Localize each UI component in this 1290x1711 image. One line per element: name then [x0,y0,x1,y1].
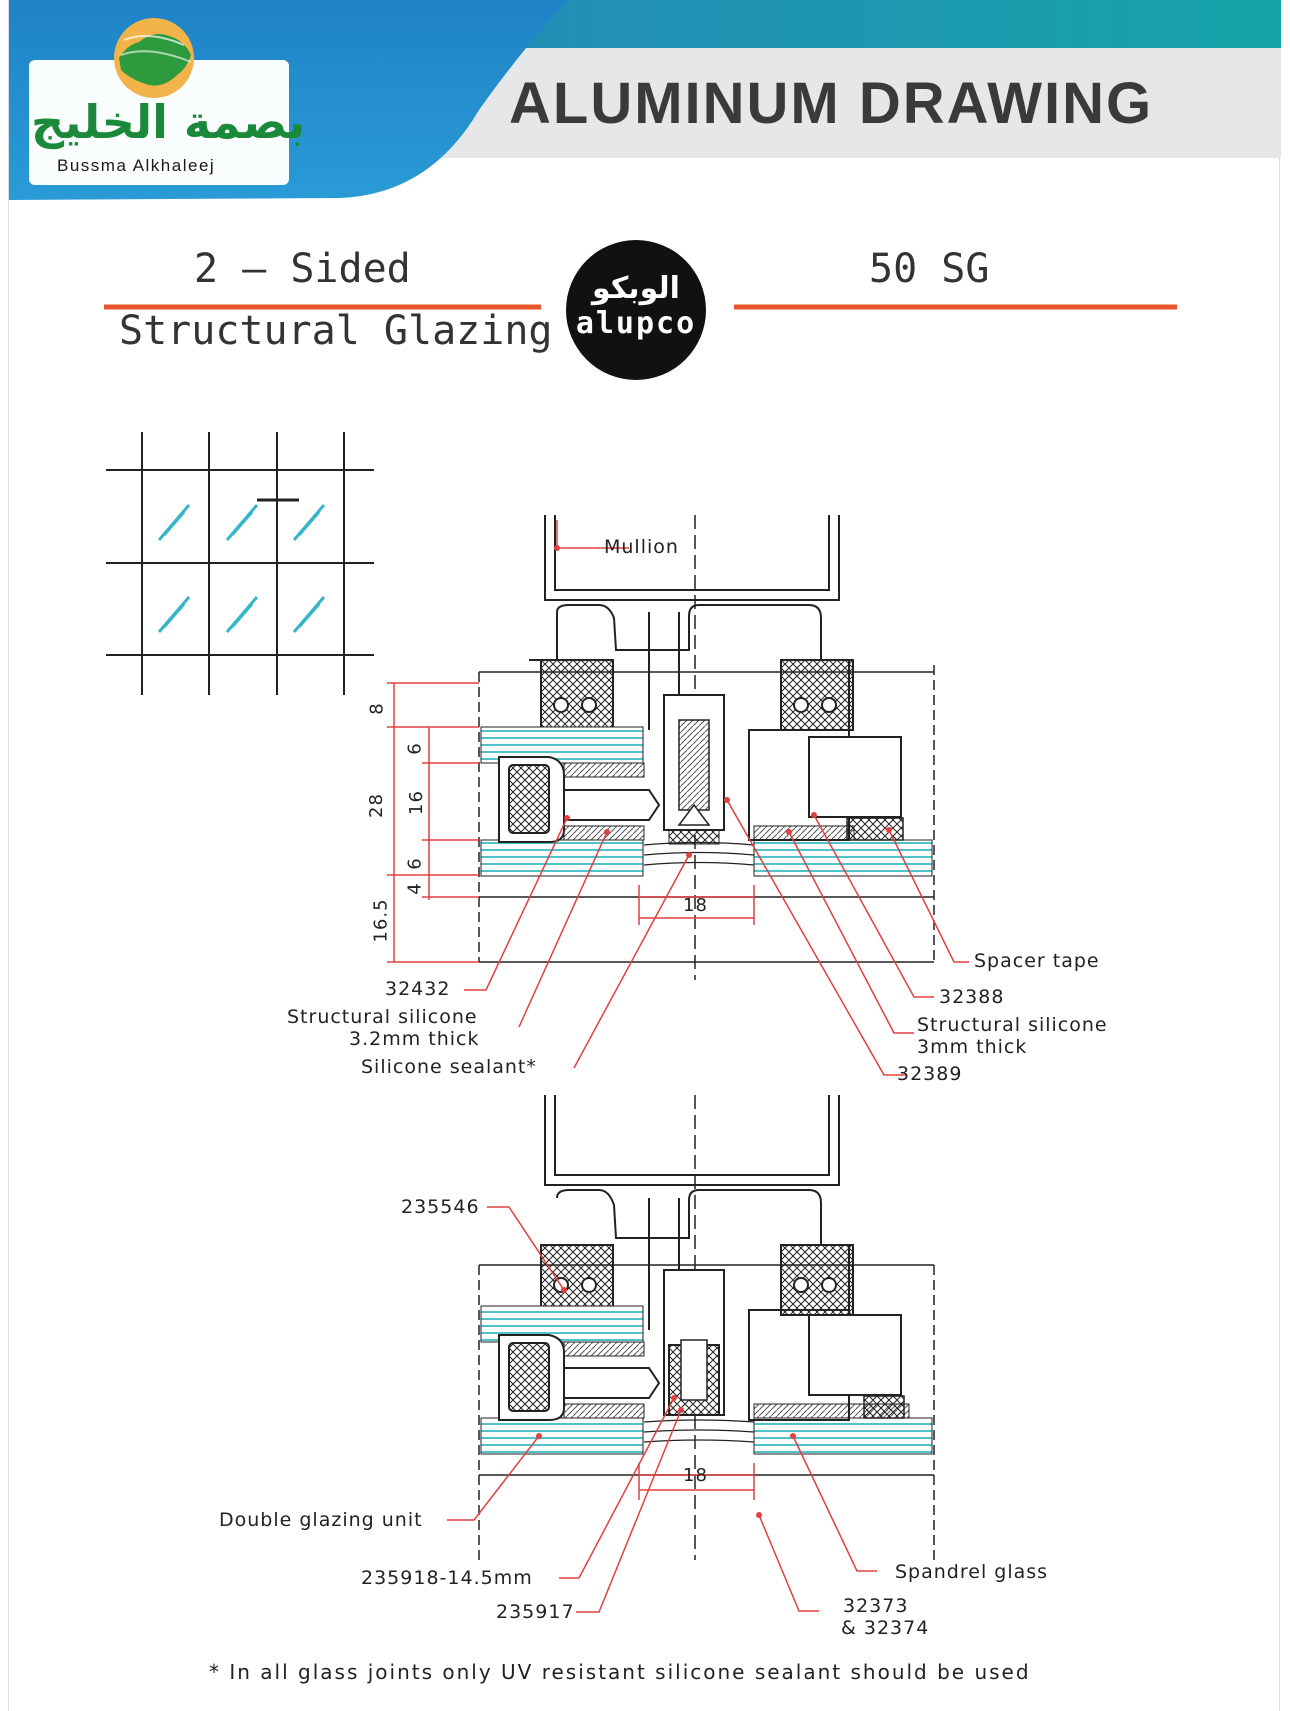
label-32389: 32389 [897,1063,963,1085]
label-32373: 32373 [843,1595,909,1617]
label-structural-silicone-3-a: Structural silicone [917,1014,1108,1036]
dim-6a: 6 [404,742,426,755]
logo-arabic-text: بصمة الخليج [31,95,306,149]
label-structural-silicone-32-b: 3.2mm thick [349,1028,480,1050]
page: ALUMINUM DRAWING بصمة الخليج Bussma Alkh… [8,0,1281,1711]
dim-18-top: 18 [683,895,708,916]
dim-18-bottom: 18 [683,1465,708,1486]
label-mullion: Mullion [604,536,679,558]
header-banner [9,0,1281,200]
product-title-line1: 2 — Sided [194,246,411,292]
top-section-drawing [387,515,969,1076]
svg-text:alupco: alupco [576,306,696,341]
glass-pane-marks [157,504,326,633]
dim-28: 28 [365,793,387,818]
product-title-line2: Structural Glazing [119,308,553,354]
dim-8: 8 [366,702,388,715]
label-32374: & 32374 [841,1617,930,1639]
label-structural-silicone-32-a: Structural silicone [287,1006,478,1028]
technical-drawing: الوبكو alupco [104,240,1177,1613]
dim-16-5: 16.5 [370,898,392,943]
dim-4: 4 [404,882,426,895]
logo-english-text: Bussma Alkhaleej [57,156,216,175]
label-235917: 235917 [496,1601,575,1623]
dim-6b: 6 [404,857,426,870]
label-spacer-tape: Spacer tape [974,950,1100,972]
label-silicone-sealant: Silicone sealant* [361,1056,537,1078]
footnote: * In all glass joints only UV resistant … [209,1660,1031,1684]
company-logo-icon [114,18,194,98]
svg-text:الوبكو: الوبكو [590,271,680,306]
label-235918: 235918-14.5mm [361,1567,533,1589]
product-series: 50 SG [869,246,990,292]
elevation-grid-diagram [106,432,374,695]
label-spandrel-glass: Spandrel glass [895,1561,1049,1583]
label-32432: 32432 [385,978,451,1000]
bottom-section-drawing [447,1095,935,1613]
label-235546: 235546 [401,1196,480,1218]
alupco-badge-icon: الوبكو alupco [566,240,706,380]
label-structural-silicone-3-b: 3mm thick [917,1036,1028,1058]
label-double-glazing-unit: Double glazing unit [219,1509,423,1531]
page-title: ALUMINUM DRAWING [509,71,1154,136]
label-32388: 32388 [939,986,1005,1008]
dim-16: 16 [405,790,427,815]
